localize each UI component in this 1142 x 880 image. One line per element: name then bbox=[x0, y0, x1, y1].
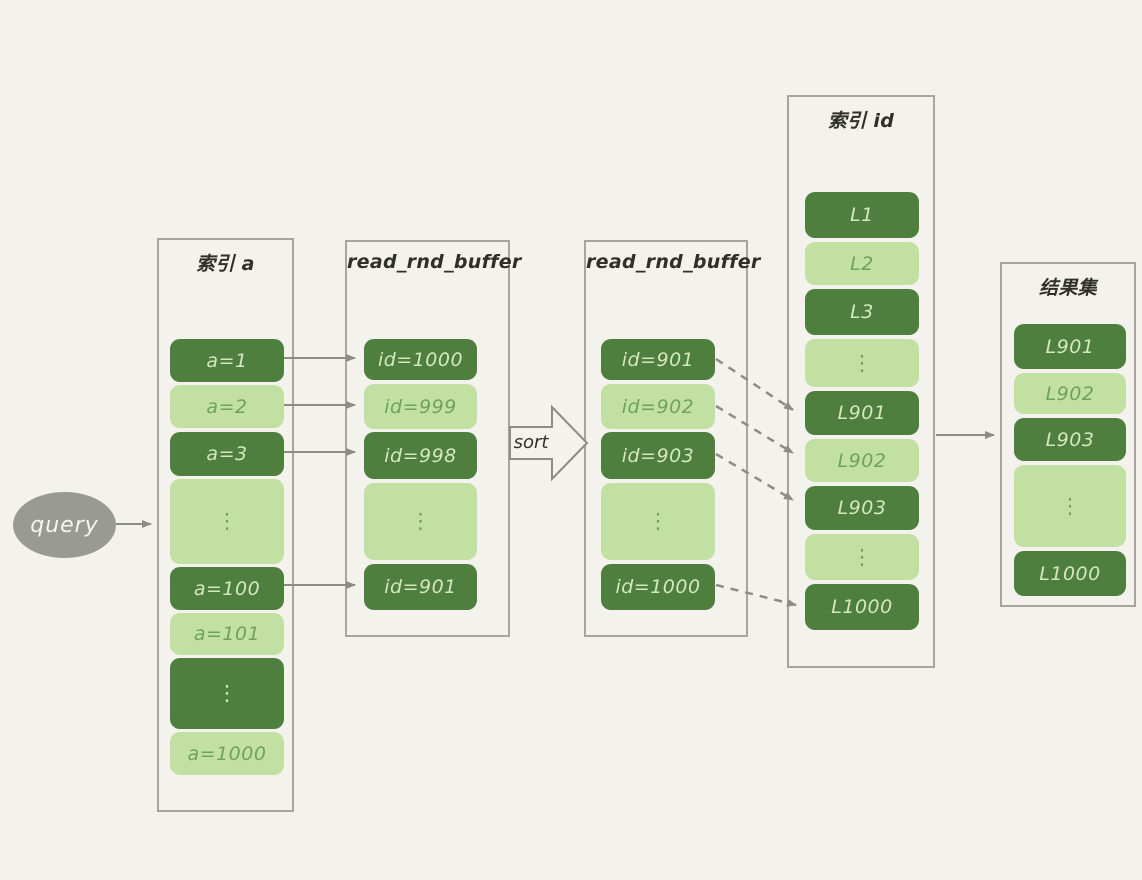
cell-a-2: a=2 bbox=[170, 385, 284, 428]
cell-id-998: id=998 bbox=[364, 432, 477, 479]
dots-cell: ⋮ bbox=[170, 479, 284, 564]
cell-l2: L2 bbox=[805, 242, 919, 285]
read-rnd-buffer-box-1: read_rnd_buffer id=1000 id=999 id=998 ⋮ … bbox=[345, 240, 522, 637]
dots-cell: ⋮ bbox=[170, 658, 284, 729]
cell-a-1: a=1 bbox=[170, 339, 284, 382]
cell-l901: L901 bbox=[1014, 324, 1126, 369]
query-ellipse: query bbox=[13, 492, 116, 558]
cell-id-1000: id=1000 bbox=[601, 564, 715, 610]
cell-l903: L903 bbox=[1014, 418, 1126, 461]
sort-label: sort bbox=[513, 432, 549, 453]
index-a-box: 索引 a a=1 a=2 a=3 ⋮ a=100 a=101 ⋮ a=1000 bbox=[157, 238, 294, 812]
cell-id-902: id=902 bbox=[601, 384, 715, 429]
cell-a-101: a=101 bbox=[170, 613, 284, 655]
cell-a-3: a=3 bbox=[170, 432, 284, 476]
read-rnd-buffer-title-2: read_rnd_buffer bbox=[586, 251, 761, 273]
cell-l902: L902 bbox=[1014, 373, 1126, 414]
dots-cell: ⋮ bbox=[805, 534, 919, 580]
result-set-box: 结果集 L901 L902 L903 ⋮ L1000 bbox=[1000, 262, 1136, 607]
result-set-title: 结果集 bbox=[1039, 277, 1097, 299]
read-rnd-buffer-title-1: read_rnd_buffer bbox=[347, 251, 522, 273]
cell-l1000: L1000 bbox=[1014, 551, 1126, 596]
cell-id-903: id=903 bbox=[601, 432, 715, 479]
dots-cell: ⋮ bbox=[364, 483, 477, 560]
read-rnd-buffer-box-2: read_rnd_buffer id=901 id=902 id=903 ⋮ i… bbox=[584, 240, 761, 637]
index-id-box: 索引 id L1 L2 L3 ⋮ L901 L902 L903 ⋮ L1000 bbox=[787, 95, 935, 668]
dots-cell: ⋮ bbox=[601, 483, 715, 560]
cell-id-999: id=999 bbox=[364, 384, 477, 429]
cell-l902: L902 bbox=[805, 439, 919, 482]
cell-id-901: id=901 bbox=[364, 564, 477, 610]
cell-id-1000: id=1000 bbox=[364, 339, 477, 380]
cell-l3: L3 bbox=[805, 289, 919, 335]
index-id-title: 索引 id bbox=[827, 110, 895, 132]
index-a-title: 索引 a bbox=[196, 253, 255, 275]
cell-id-901: id=901 bbox=[601, 339, 715, 380]
dots-cell: ⋮ bbox=[805, 339, 919, 387]
dots-cell: ⋮ bbox=[1014, 465, 1126, 547]
cell-l903: L903 bbox=[805, 486, 919, 530]
cell-l1: L1 bbox=[805, 192, 919, 238]
cell-l1000: L1000 bbox=[805, 584, 919, 630]
cell-l901: L901 bbox=[805, 391, 919, 435]
cell-a-1000: a=1000 bbox=[170, 732, 284, 775]
cell-a-100: a=100 bbox=[170, 567, 284, 610]
